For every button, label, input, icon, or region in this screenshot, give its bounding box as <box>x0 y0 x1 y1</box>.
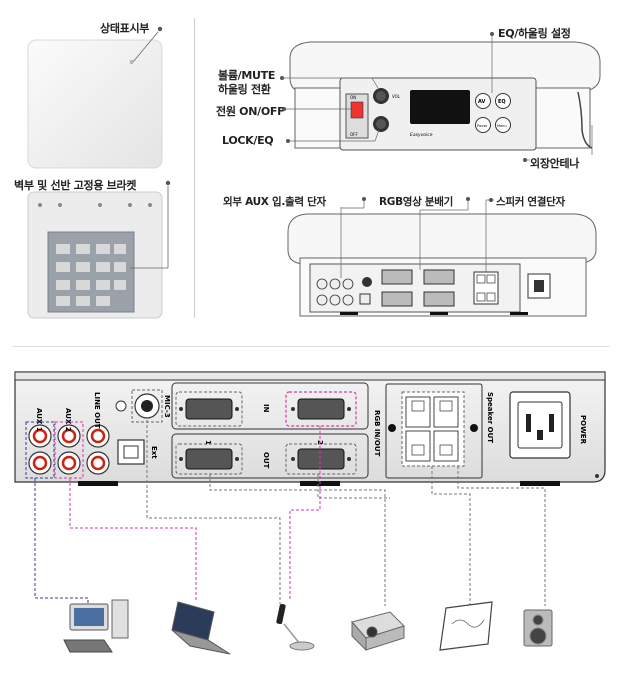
bracket-label: 벽부 및 선반 고정용 브라켓 <box>14 179 137 192</box>
receiver-unit <box>27 26 163 169</box>
microphone-icon <box>276 603 315 651</box>
on-text: ON <box>350 95 356 100</box>
power-label: POWER <box>579 415 587 445</box>
external-antenna-label: 외장안테나 <box>530 157 580 170</box>
line-out-label: LINE OUT <box>93 392 101 429</box>
device-front: ON OFF VOL Easyvoice AV EQ Pause Menu <box>280 32 601 162</box>
eq-text: EQ <box>498 99 506 105</box>
out-label: OUT <box>262 452 270 469</box>
speaker-terminal-label: 스피커 연결단자 <box>496 196 565 208</box>
port1-label: 1 <box>204 440 212 445</box>
power-onoff-label: 전원 ON/OFF <box>216 105 285 118</box>
aux2-label: AUX 2 <box>64 408 72 432</box>
status-display-label: 상태표시부 <box>100 22 150 35</box>
eq-howling-setting-label: EQ/하울링 설정 <box>498 27 571 40</box>
pause-text: Pause <box>477 124 487 128</box>
rgb-splitter-label: RGB영상 분배기 <box>379 196 453 208</box>
menu-text: Menu <box>497 124 507 128</box>
rear-panel: AUX 1 AUX 2 LINE OUT MIC-3 Ext IN OUT 1 <box>14 371 606 486</box>
lock-eq-label: LOCK/EQ <box>222 134 274 147</box>
mic3-label: MIC-3 <box>163 395 171 418</box>
volume-mute-label: 볼륨/MUTE <box>218 69 276 82</box>
status-callout-dot <box>157 26 163 32</box>
aux-io-label: 외부 AUX 입.출력 단자 <box>223 196 326 208</box>
rca-jacks <box>28 424 110 475</box>
connection-lines <box>34 420 546 606</box>
laptop-icon <box>171 601 231 655</box>
projector-icon <box>351 611 405 652</box>
brand-text: Easyvoice <box>410 132 433 138</box>
in-label: IN <box>262 404 270 413</box>
divider-horizontal <box>12 346 610 347</box>
vol-text: VOL <box>392 94 401 99</box>
device-rear <box>287 197 597 317</box>
aux1-label: AUX 1 <box>35 408 43 432</box>
desktop-pc-icon <box>63 599 129 653</box>
bracket-image <box>27 180 171 319</box>
speaker-icon <box>523 609 553 647</box>
off-text: OFF <box>350 132 358 137</box>
av-text: AV <box>478 99 486 105</box>
electronic-board-icon <box>439 601 493 651</box>
speaker-out-label: Speaker OUT <box>486 392 494 443</box>
ext-label: Ext <box>150 446 158 459</box>
rgb-inout-label: RGB IN/OUT <box>373 410 381 457</box>
howling-switch-label: 하울링 전환 <box>218 83 271 96</box>
divider-vertical <box>194 18 195 318</box>
